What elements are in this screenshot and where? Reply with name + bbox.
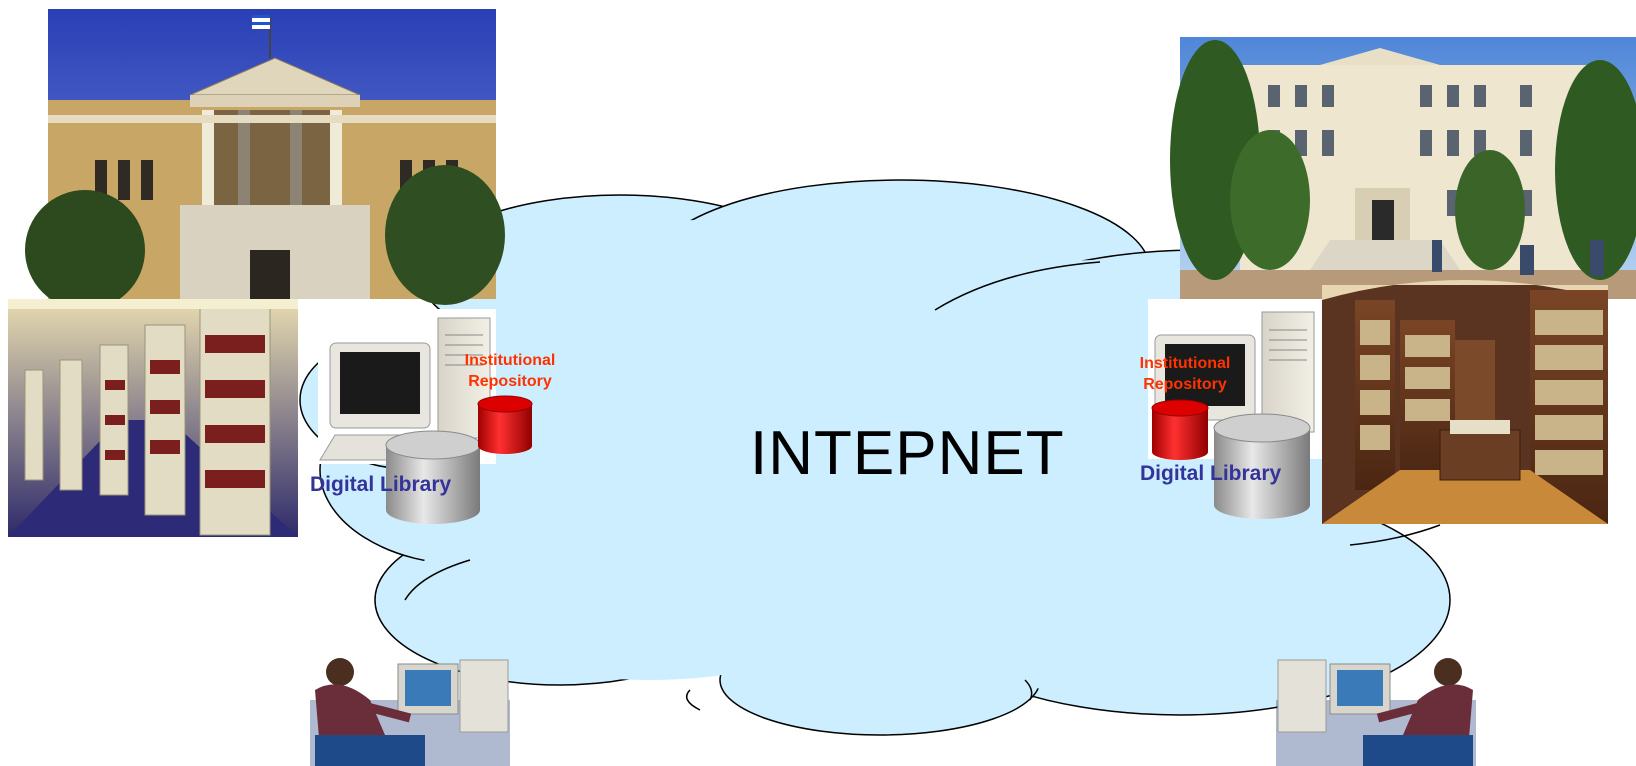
- digital-library-label-left: Digital Library: [310, 473, 452, 496]
- institutional-repository-label-left: Institutional Repository: [455, 350, 565, 392]
- digital-library-database-icon-right: [1213, 413, 1311, 519]
- institutional-repository-label-right: Institutional Repository: [1130, 353, 1240, 395]
- library-hall-photo-right: [1322, 280, 1608, 524]
- university-building-photo-right: [1170, 37, 1636, 299]
- digital-library-label-right: Digital Library: [1140, 462, 1282, 485]
- institutional-repository-icon-left: [477, 395, 533, 454]
- repository-label-line1: Institutional: [1139, 355, 1231, 372]
- university-building-photo-left: [25, 9, 505, 310]
- internet-label: INTEPNET: [750, 419, 1065, 488]
- institutional-repository-icon-right: [1151, 399, 1209, 460]
- user-workstation-icon-left: [310, 658, 510, 766]
- repository-label-line1: Institutional: [464, 352, 556, 369]
- user-workstation-icon-right: [1276, 658, 1476, 766]
- repository-label-line2: Repository: [1143, 376, 1227, 393]
- repository-label-line2: Repository: [468, 373, 552, 390]
- digital-library-database-icon-left: [385, 430, 481, 524]
- library-stacks-photo-left: [8, 299, 298, 537]
